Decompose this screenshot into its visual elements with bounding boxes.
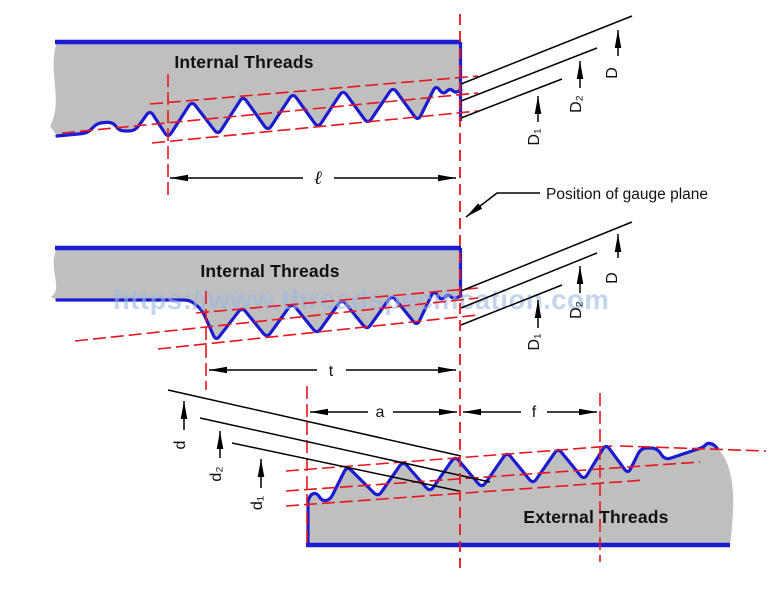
top-section-title: Internal Threads	[174, 52, 313, 72]
middle-section-title: Internal Threads	[200, 261, 339, 281]
bottom-external-thread-section: d d₂ d₁ a f External Threads	[167, 386, 767, 562]
d1-label: d₁	[249, 496, 266, 510]
middle-D2-label: D₂	[568, 301, 585, 319]
bottom-section-title: External Threads	[523, 507, 668, 527]
top-crest-taper-line	[149, 75, 479, 105]
middle-section-annotations: t D₁ D₂ D	[74, 221, 633, 390]
top-D2-label: D₂	[568, 95, 585, 113]
middle-D-label: D	[604, 272, 621, 284]
middle-crest-taper-line	[195, 287, 479, 314]
top-thread-profile	[55, 85, 463, 138]
gauge-plane-callout: Position of gauge plane	[465, 186, 708, 218]
gauge-plane-label: Position of gauge plane	[546, 186, 708, 203]
length-l-label: ℓ	[314, 167, 322, 189]
top-major-ref-line	[460, 15, 633, 85]
middle-pitch-ref-line	[460, 252, 598, 309]
bottom-crest-taper-line	[285, 445, 613, 472]
bottom-pitch-taper-line	[285, 461, 701, 492]
top-root-taper-line	[151, 110, 479, 144]
bottom-pitch-ref-line	[199, 417, 491, 483]
top-D-label: D	[604, 67, 621, 79]
middle-pitch-taper-line	[74, 297, 479, 342]
middle-major-ref-line	[460, 221, 633, 292]
middle-thread-profile	[55, 291, 463, 341]
bottom-major-ref-line	[167, 389, 462, 457]
bottom-thread-profile	[306, 441, 719, 503]
middle-body	[51, 248, 461, 339]
d-label: d	[172, 441, 189, 450]
bottom-root-taper-line	[285, 479, 646, 507]
t-label: t	[329, 363, 334, 380]
middle-minor-ref-line	[460, 284, 563, 326]
f-label: f	[532, 404, 537, 421]
a-label: a	[376, 404, 385, 421]
bottom-body	[308, 443, 734, 545]
bottom-minor-ref-line	[231, 442, 460, 492]
gauge-plane-leader-line	[465, 192, 540, 218]
watermark-text: https://www.threadspecification.com	[113, 284, 609, 315]
middle-internal-thread-section: Internal Threads	[51, 245, 463, 341]
d2-label: d₂	[208, 466, 225, 481]
middle-D1-label: D₁	[526, 334, 543, 351]
top-minor-ref-line	[460, 78, 563, 119]
top-D1-label: D₁	[526, 129, 543, 146]
top-pitch-taper-line	[61, 92, 479, 134]
top-pitch-ref-line	[460, 47, 598, 102]
bottom-crest-taper-extension	[619, 445, 767, 452]
top-internal-thread-section: Internal Threads ℓ D₁ D₂ D	[50, 15, 633, 197]
